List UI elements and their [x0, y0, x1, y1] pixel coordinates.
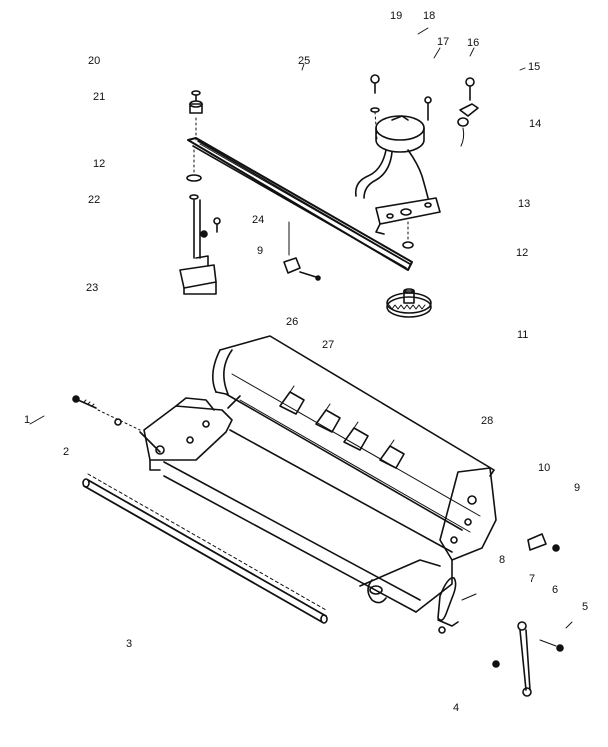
callout-11: 11: [517, 329, 529, 341]
callout-20: 20: [88, 55, 101, 67]
carriage-rail-assembly: [187, 137, 432, 318]
callout-28: 28: [481, 415, 494, 427]
callout-13: 13: [518, 198, 531, 210]
callout-9-right: 9: [574, 482, 581, 494]
callout-19: 19: [390, 10, 403, 22]
callout-7: 7: [529, 573, 536, 585]
callout-9-left: 9: [257, 245, 264, 257]
callout-3: 3: [126, 638, 133, 650]
main-frame: [139, 335, 497, 613]
callout-2: 2: [63, 446, 70, 458]
callout-12-left: 12: [93, 158, 106, 170]
callout-17: 17: [437, 36, 450, 48]
callout-5: 5: [582, 601, 589, 613]
callout-16: 16: [467, 37, 480, 49]
callout-15: 15: [528, 61, 541, 73]
frame-screws: [72, 395, 141, 431]
callout-18: 18: [423, 10, 436, 22]
callout-22: 22: [88, 194, 101, 206]
callout-4: 4: [453, 702, 460, 714]
callout-14: 14: [529, 118, 542, 130]
callout-6: 6: [552, 584, 559, 596]
lever-assembly: [437, 533, 564, 697]
callout-26: 26: [286, 316, 299, 328]
leader-lines: [29, 27, 573, 629]
platen-roller: [82, 473, 328, 624]
callout-21: 21: [93, 91, 106, 103]
callout-12-right: 12: [516, 247, 529, 259]
callout-25: 25: [298, 55, 311, 67]
motor-assembly: [354, 74, 479, 249]
callout-24: 24: [252, 214, 265, 226]
callout-27: 27: [322, 339, 335, 351]
callout-10: 10: [538, 462, 551, 474]
left-idler-assembly: [179, 90, 321, 295]
callout-8: 8: [499, 554, 506, 566]
callout-1: 1: [24, 414, 31, 426]
callout-23: 23: [86, 282, 99, 294]
